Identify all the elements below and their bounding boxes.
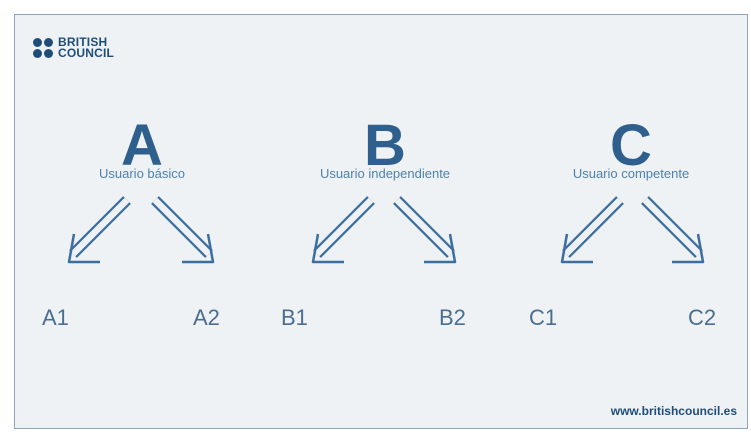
arrow-down-left-icon: [69, 200, 127, 262]
level-a1: A1: [42, 305, 69, 330]
arrow-down-left-icon: [562, 200, 620, 262]
cefr-levels-slide: BRITISH COUNCIL A Usuario básico A1 A2 B…: [14, 14, 748, 429]
level-b1: B1: [281, 305, 308, 330]
group-c-label: Usuario competente: [572, 166, 690, 181]
group-b-arrows: [313, 200, 455, 262]
logo-line-1: BRITISH: [58, 35, 108, 49]
arrow-down-left-icon: [313, 200, 371, 262]
level-b2: B2: [439, 305, 466, 330]
group-a-arrows: [69, 200, 213, 262]
british-council-logo: BRITISH COUNCIL: [33, 35, 115, 60]
group-c-letter: C: [610, 113, 652, 178]
level-c1: C1: [529, 305, 558, 330]
group-c-arrows: [562, 200, 703, 262]
level-a2: A2: [193, 305, 220, 330]
arrow-down-right-icon: [155, 200, 213, 262]
logo-dots-icon: [33, 38, 53, 58]
arrow-down-right-icon: [645, 200, 703, 262]
group-a-letter: A: [121, 113, 163, 178]
group-b-letter: B: [364, 113, 406, 178]
logo-text: BRITISH COUNCIL: [58, 35, 115, 60]
level-c2: C2: [688, 305, 717, 330]
arrows-layer: [15, 15, 749, 430]
group-a-label: Usuario básico: [99, 166, 185, 181]
website-url: www.britishcouncil.es: [610, 404, 737, 418]
logo-line-2: COUNCIL: [58, 46, 115, 60]
arrow-down-right-icon: [397, 200, 455, 262]
group-b-label: Usuario independiente: [319, 166, 451, 181]
